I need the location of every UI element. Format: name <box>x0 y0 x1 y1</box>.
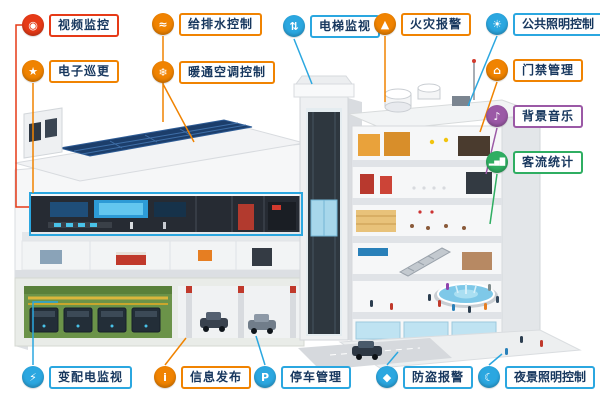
callout-label: 暖通空调控制 <box>179 61 276 84</box>
callout-background-music: ♪ 背景音乐 <box>486 105 584 128</box>
people <box>370 283 499 313</box>
connector-video <box>15 24 30 208</box>
fire-alarm-icon: ▲ <box>374 13 396 36</box>
callout-fire-alarm: ▲ 火灾报警 <box>374 13 472 36</box>
lightning-bolt-icon: ⚡ <box>22 366 44 389</box>
callout-label: 信息发布 <box>181 366 252 389</box>
callout-label: 电子巡更 <box>49 60 120 83</box>
callout-label: 背景音乐 <box>513 105 584 128</box>
callout-water-supply-drainage-control: ≈ 给排水控制 <box>152 13 263 36</box>
connector-parking <box>255 335 266 366</box>
floor-highlight-box <box>29 192 303 236</box>
parked-cars <box>200 312 276 334</box>
patrol-icon: ★ <box>22 60 44 83</box>
callout-night-lighting-control: ☾ 夜景照明控制 <box>478 366 596 389</box>
callout-power-distribution-monitoring: ⚡ 变配电监视 <box>22 366 133 389</box>
connector-info <box>164 337 187 366</box>
callout-video-surveillance: ◉ 视频监控 <box>22 14 120 37</box>
connector-power <box>32 301 58 365</box>
plaza <box>298 329 582 370</box>
callout-label: 夜景照明控制 <box>505 366 596 389</box>
callout-public-lighting-control: ☀ 公共照明控制 <box>486 13 600 36</box>
callout-label: 停车管理 <box>281 366 352 389</box>
info-icon: i <box>154 366 176 389</box>
callout-passenger-flow-statistics: ▂▅█ 客流统计 <box>486 151 584 174</box>
bar-chart-icon: ▂▅█ <box>486 151 508 174</box>
callout-burglar-alarm: ◆ 防盗报警 <box>376 366 474 389</box>
callout-label: 给排水控制 <box>179 13 263 36</box>
callout-label: 视频监控 <box>49 14 120 37</box>
callout-access-management: ⌂ 门禁管理 <box>486 59 584 82</box>
connector-night <box>488 353 503 366</box>
callout-label: 公共照明控制 <box>513 13 600 36</box>
water-supply-icon: ≈ <box>152 13 174 36</box>
callout-label: 变配电监视 <box>49 366 133 389</box>
video-camera-icon: ◉ <box>22 14 44 37</box>
access-control-icon: ⌂ <box>486 59 508 82</box>
moon-icon: ☾ <box>478 366 500 389</box>
connector-lighting <box>467 35 498 107</box>
lightbulb-icon: ☀ <box>486 13 508 36</box>
callout-label: 客流统计 <box>513 151 584 174</box>
connector-elevator <box>293 38 313 85</box>
callout-label: 火灾报警 <box>401 13 472 36</box>
plaza-people <box>505 336 543 355</box>
connector-hvac <box>162 83 195 143</box>
connector-flow <box>489 173 498 225</box>
callout-label: 电梯监视 <box>310 15 381 38</box>
callout-electronic-patrol: ★ 电子巡更 <box>22 60 120 83</box>
callout-information-release: i 信息发布 <box>154 366 252 389</box>
callout-parking-management: P 停车管理 <box>254 366 352 389</box>
connector-burglar <box>386 351 399 366</box>
callout-hvac-control: ❄ 暖通空调控制 <box>152 61 276 84</box>
callout-elevator-monitoring: ⇅ 电梯监视 <box>283 15 381 38</box>
shield-icon: ◆ <box>376 366 398 389</box>
music-note-icon: ♪ <box>486 105 508 128</box>
callout-label: 门禁管理 <box>513 59 584 82</box>
parking-icon: P <box>254 366 276 389</box>
elevator-icon: ⇅ <box>283 15 305 38</box>
hvac-icon: ❄ <box>152 61 174 84</box>
elevator-tower <box>293 75 362 344</box>
callout-label: 防盗报警 <box>403 366 474 389</box>
